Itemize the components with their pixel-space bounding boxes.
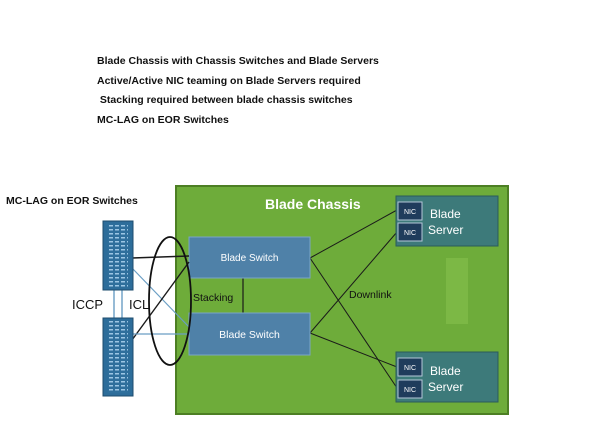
downlink-line	[309, 257, 398, 389]
blade-switch-bottom-label: Blade Switch	[219, 329, 280, 341]
nic-label: NIC	[404, 365, 416, 372]
eor-switch-bottom-ports	[108, 321, 128, 393]
eor-switch-top-ports	[108, 224, 128, 287]
nic-label: NIC	[404, 209, 416, 216]
server-label-line1: Blade	[430, 364, 461, 378]
chassis-title: Blade Chassis	[265, 196, 361, 212]
blade-switch-top-label: Blade Switch	[221, 253, 279, 264]
nic-label: NIC	[404, 230, 416, 237]
downlink-line	[309, 231, 398, 334]
nic-box	[397, 357, 423, 377]
stacking-label: Stacking	[193, 292, 233, 304]
eor-title: MC-LAG on EOR Switches	[6, 195, 138, 207]
bullet-item-1: Blade Chassis with Chassis Switches and …	[97, 55, 379, 67]
downlink-line	[309, 209, 398, 259]
nic-box	[397, 379, 423, 399]
chassis-slot-marker	[446, 258, 468, 324]
downlink-label: Downlink	[349, 289, 392, 301]
iccp-label: ICCP	[72, 297, 103, 312]
downlink-line	[309, 332, 398, 368]
server-label-line2: Server	[428, 380, 463, 394]
nic-box	[397, 201, 423, 221]
nic-box	[397, 222, 423, 242]
bullet-item-4: MC-LAG on EOR Switches	[97, 113, 229, 126]
uplink-line	[131, 261, 190, 341]
nic-label: NIC	[404, 387, 416, 394]
bullet-list: Blade Chassis with Chassis Switches and …	[97, 52, 379, 130]
server-label-line2: Server	[428, 223, 463, 237]
bullet-item-2: Active/Active NIC teaming on Blade Serve…	[97, 74, 361, 87]
mclag-ellipse	[148, 236, 192, 366]
bullet-item-3: Stacking required between blade chassis …	[97, 94, 353, 106]
server-label-line1: Blade	[430, 207, 461, 221]
uplink-line	[131, 255, 190, 259]
uplink-line	[131, 267, 190, 328]
icl-label: ICL	[129, 297, 149, 312]
blade-switch-top	[188, 236, 311, 279]
